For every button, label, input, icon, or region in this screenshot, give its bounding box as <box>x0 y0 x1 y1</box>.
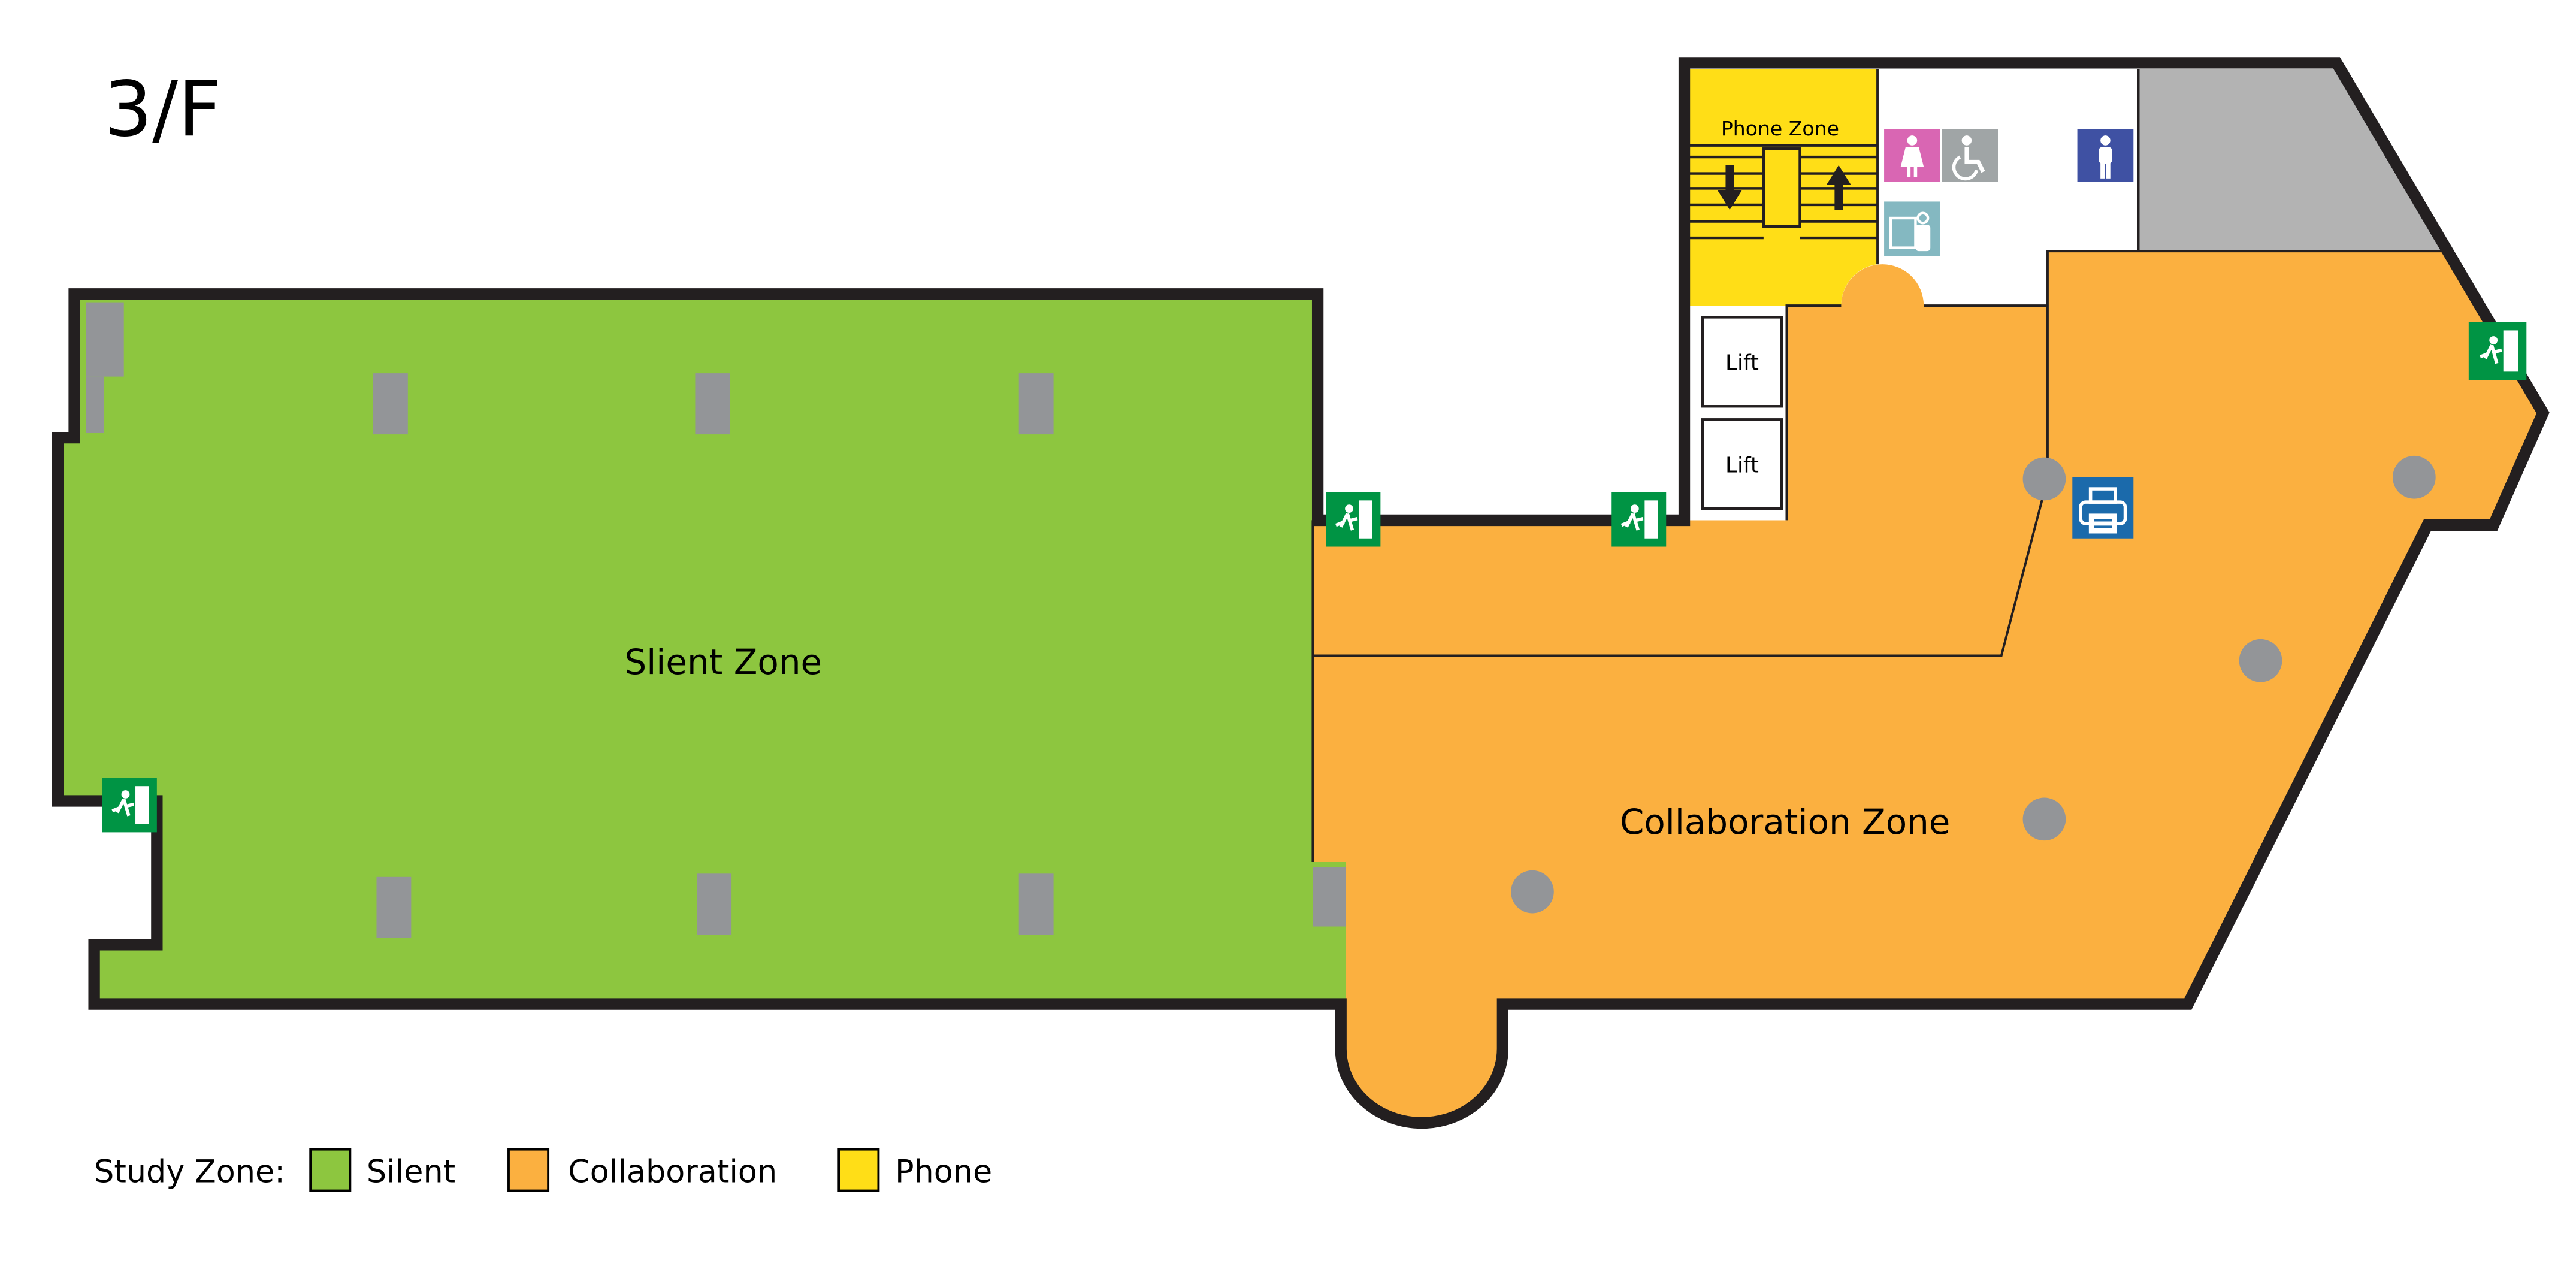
phone-zone-label: Phone Zone <box>1721 117 1839 140</box>
silent-zone-label: Slient Zone <box>624 642 822 682</box>
lift-1-label: Lift <box>1725 351 1759 376</box>
lift-2-label: Lift <box>1725 453 1759 477</box>
female-toilet-icon <box>1884 129 1940 182</box>
emergency-exit-icon <box>1326 492 1381 547</box>
collaboration-zone-label: Collaboration Zone <box>1620 802 1950 842</box>
legend-swatch-silent <box>309 1148 352 1192</box>
emergency-exit-icon <box>102 778 157 833</box>
restroom-area <box>1877 69 2139 306</box>
accessible-toilet-icon <box>1942 129 1998 182</box>
legend-label-silent: Silent <box>367 1154 455 1190</box>
silent-zone-area[interactable] <box>58 294 1346 1005</box>
core-wall <box>1785 304 1842 521</box>
legend-swatch-collaboration <box>507 1148 550 1192</box>
lift-1[interactable] <box>1701 316 1783 408</box>
legend-label-collaboration: Collaboration <box>568 1154 777 1190</box>
outer-wall <box>52 57 2550 1129</box>
legend-label-phone: Phone <box>895 1154 992 1190</box>
collaboration-zone-area[interactable] <box>1313 251 2543 1123</box>
stairs-down-arrow-icon <box>1717 165 1743 210</box>
phone-zone-area[interactable] <box>1688 69 1878 306</box>
lift-2[interactable] <box>1701 418 1783 510</box>
columns <box>86 302 2436 938</box>
legend-swatch-phone <box>837 1148 880 1192</box>
emergency-exit-icon <box>2468 322 2527 380</box>
male-toilet-icon <box>2077 129 2134 182</box>
baby-care-icon <box>1884 201 1940 256</box>
legend-title: Study Zone: <box>94 1154 285 1190</box>
legend: Study Zone: Silent Collaboration Phone <box>94 1148 992 1192</box>
restricted-area <box>2138 69 2444 252</box>
printer-icon[interactable] <box>2072 477 2134 539</box>
floor-label: 3/F <box>104 65 222 153</box>
emergency-exit-icon <box>1611 492 1667 547</box>
stairs-up-arrow-icon <box>1826 165 1851 210</box>
